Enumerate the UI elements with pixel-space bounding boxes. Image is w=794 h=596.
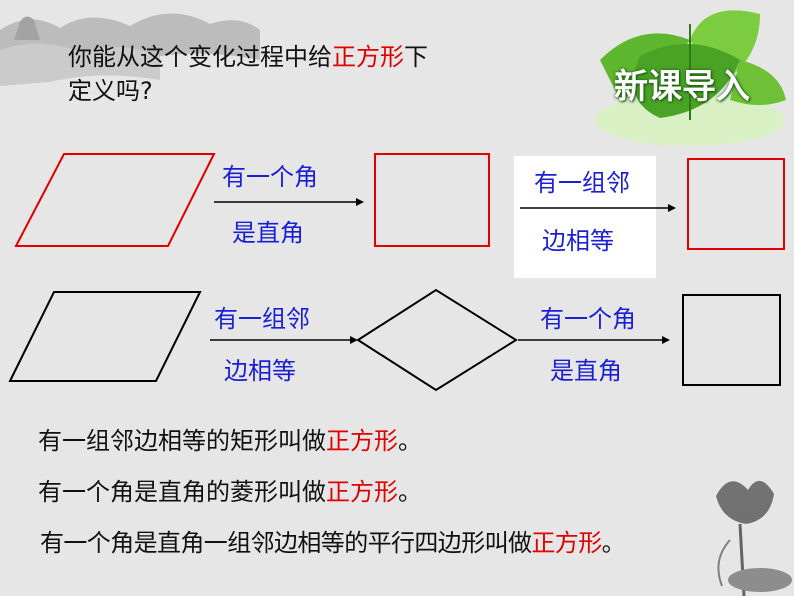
parallelogram-red-shape — [14, 153, 216, 247]
row1-arrow1-head — [356, 198, 364, 206]
row1-arrow2-head — [668, 204, 676, 212]
ink-mountain-decoration — [0, 13, 260, 86]
row2-arrow2-top-label: 有一个角 — [540, 305, 636, 333]
row2-arrow1-bottom-label: 边相等 — [224, 357, 296, 385]
row2-arrow2-bottom-label: 是直角 — [550, 357, 622, 385]
rectangle-red-shape — [374, 153, 490, 247]
row1-arrow2-label-box — [514, 156, 656, 278]
section-badge: 新课导入 — [614, 67, 750, 107]
square-black-shape — [682, 294, 781, 386]
question-line-1: 你能从这个变化过程中给正方形下 — [68, 43, 428, 71]
leaf-badge-icon — [595, 10, 786, 146]
row2-arrow2-head — [662, 336, 670, 344]
highlight-square-term: 正方形 — [332, 43, 404, 71]
definition-statement-3: 有一个角是直角一组邻边相等的平行四边形叫做正方形。 — [40, 529, 626, 557]
definition-statement-2: 有一个角是直角的菱形叫做正方形。 — [38, 478, 422, 506]
row1-arrow2-bottom-label: 边相等 — [542, 227, 614, 255]
row2-arrow1-top-label: 有一组邻 — [214, 305, 310, 333]
row1-arrow1-bottom-label: 是直角 — [232, 219, 304, 247]
question-line-2: 定义吗? — [68, 77, 153, 105]
row1-arrow1-top-label: 有一个角 — [222, 163, 318, 191]
square-red-shape — [687, 158, 785, 250]
row1-arrow2-top-label: 有一组邻 — [534, 169, 630, 197]
lotus-ink-decoration — [716, 480, 792, 596]
row2-arrow1-head — [350, 336, 358, 344]
definition-statement-1: 有一组邻边相等的矩形叫做正方形。 — [38, 427, 422, 455]
parallelogram-black-shape — [8, 291, 202, 382]
rhombus-black-shape — [356, 288, 518, 392]
question-text: 你能从这个变化过程中给正方形下 定义吗? — [68, 40, 538, 108]
